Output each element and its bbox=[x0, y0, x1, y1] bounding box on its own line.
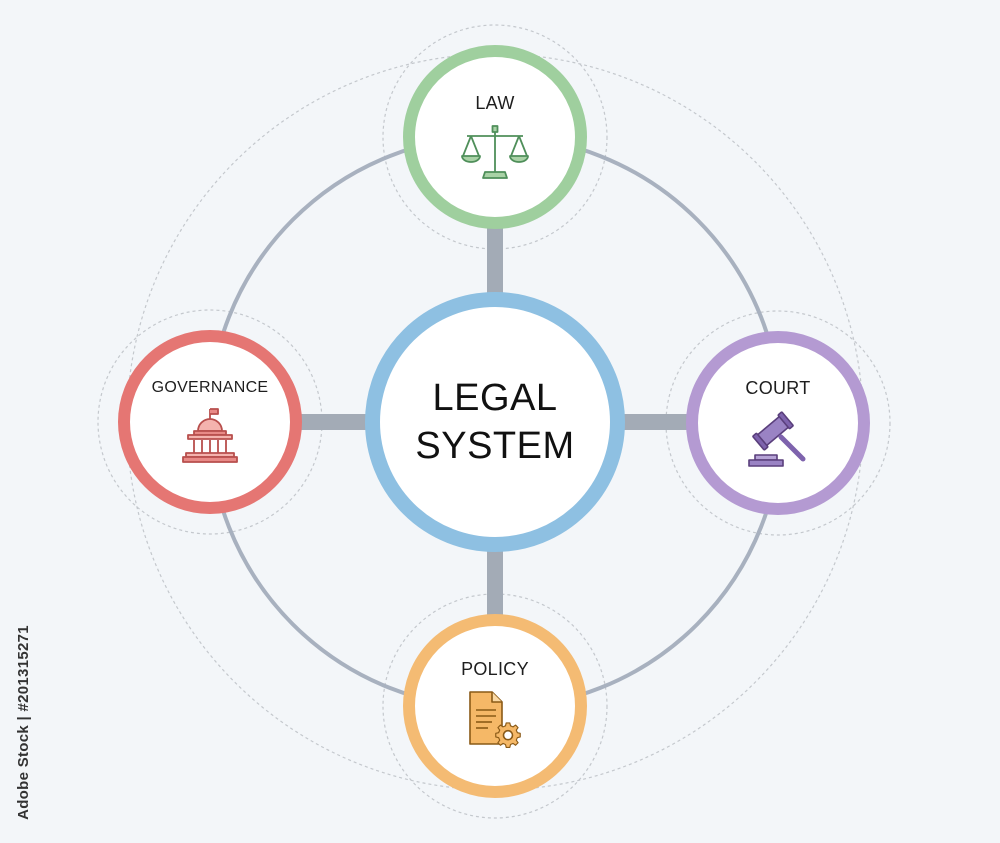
law-node: LAW bbox=[403, 45, 587, 229]
policy-node: POLICY bbox=[403, 614, 587, 798]
governance-node: GOVERNANCE bbox=[118, 330, 302, 514]
court-label: COURT bbox=[745, 377, 811, 398]
legal-system-center-circle: LEGAL SYSTEM bbox=[365, 292, 625, 552]
dashed-outline-right bbox=[665, 310, 891, 536]
policy-label: POLICY bbox=[461, 658, 529, 679]
governance-label: GOVERNANCE bbox=[151, 379, 269, 396]
law-label: LAW bbox=[475, 92, 515, 113]
vertical-watermark-text: Adobe Stock | #201315271 bbox=[14, 625, 32, 820]
government-building-icon bbox=[180, 407, 240, 465]
center-label-line1: LEGAL bbox=[432, 377, 558, 419]
scales-of-justice-icon bbox=[459, 124, 531, 182]
court-node: COURT bbox=[686, 331, 870, 515]
policy-document-gear-icon bbox=[462, 690, 528, 754]
vertical-watermark: Adobe Stock | #201315271 bbox=[12, 610, 34, 835]
dashed-outline-bottom bbox=[382, 593, 608, 819]
center-label-line2: SYSTEM bbox=[415, 425, 575, 467]
gavel-icon bbox=[745, 409, 811, 469]
